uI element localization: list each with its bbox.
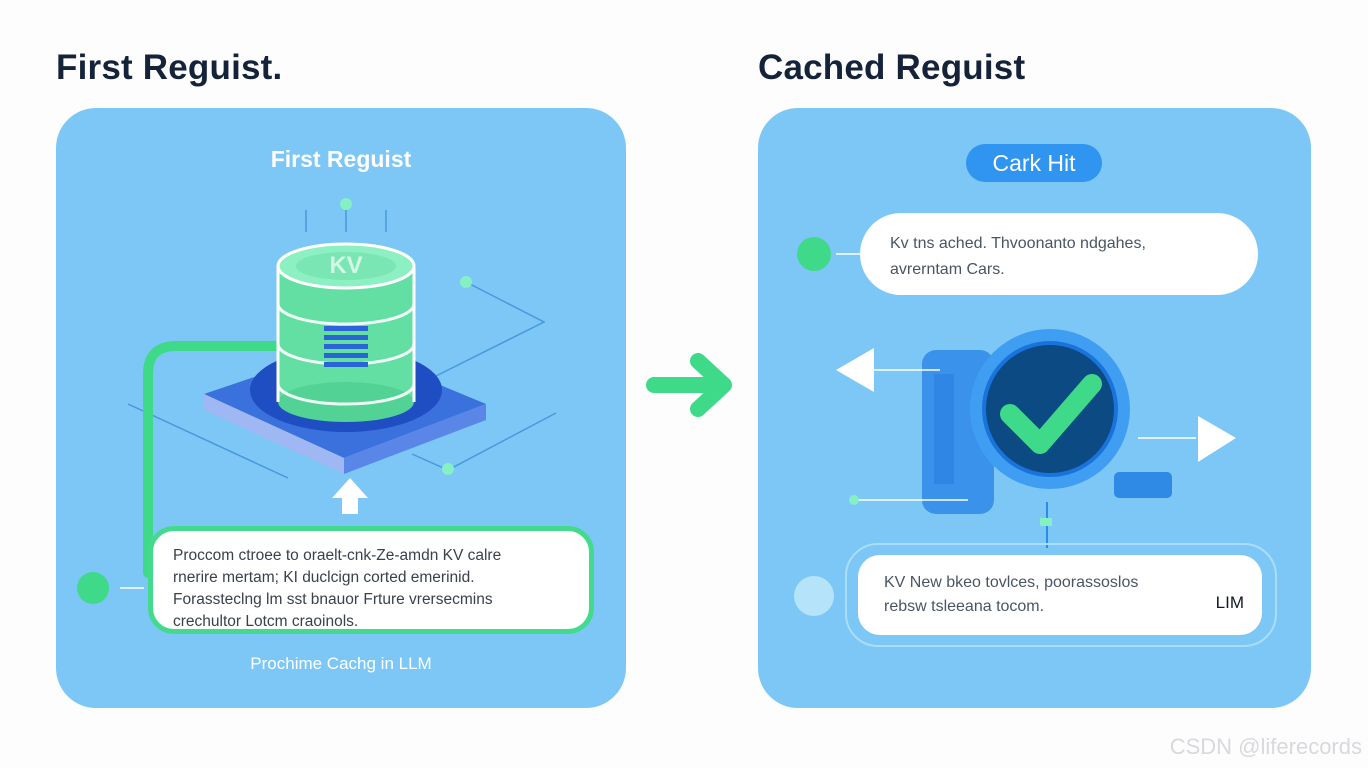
cache-hit-badge: Cark Hit: [966, 144, 1102, 182]
message-line: Kv tns ached. Thvoonanto ndgahes,: [890, 235, 1146, 252]
arrow-right-icon: [646, 353, 732, 417]
status-dot-icon: [797, 237, 831, 271]
description-line: crechultor Lotcm craoinols.: [173, 613, 359, 630]
arrow-right-icon: [1198, 416, 1236, 462]
status-dot-icon: [77, 572, 109, 604]
cached-request-heading: Cached Reguist: [758, 48, 1026, 87]
description-line: Proccom ctroee to oraelt-cnk-Ze-amdn KV …: [173, 547, 502, 564]
cached-request-panel: Cark Hit Kv tns ached. Thvoonanto ndgahe…: [758, 108, 1311, 708]
description-box: Proccom ctroee to oraelt-cnk-Ze-amdn KV …: [148, 526, 594, 634]
llm-tag: LIM: [1215, 593, 1244, 612]
checkmark-icon: [1000, 374, 1102, 454]
kv-cylinder-label: KV: [329, 252, 363, 279]
description-line: rnerire mertam; KI duclcign corted emeri…: [173, 569, 475, 586]
arrow-left-icon: [836, 348, 874, 392]
watermark: CSDN @liferecords: [1169, 734, 1362, 759]
panel-caption: Prochime Cachg in LLM: [250, 654, 432, 673]
output-line: KV New bkeo tovlces, poorassoslos: [884, 574, 1139, 591]
first-request-panel: First Reguist KV Proccom ctroee to orael…: [56, 108, 626, 708]
description-line: Forassteclng lm sst bnauor Frture vrerse…: [173, 591, 493, 608]
output-box: KV New bkeo tovlces, poorassoslos rebsw …: [858, 555, 1262, 635]
output-line: rebsw tsleeana tocom.: [884, 598, 1045, 615]
cache-message-bubble: Kv tns ached. Thvoonanto ndgahes, avrern…: [860, 213, 1258, 295]
cache-hit-illustration: [794, 237, 1277, 647]
database-illustration: [77, 198, 557, 604]
message-line: avrerntam Cars.: [890, 261, 1005, 278]
panel-title: First Reguist: [270, 146, 412, 172]
first-request-heading: First Reguist.: [56, 48, 283, 87]
